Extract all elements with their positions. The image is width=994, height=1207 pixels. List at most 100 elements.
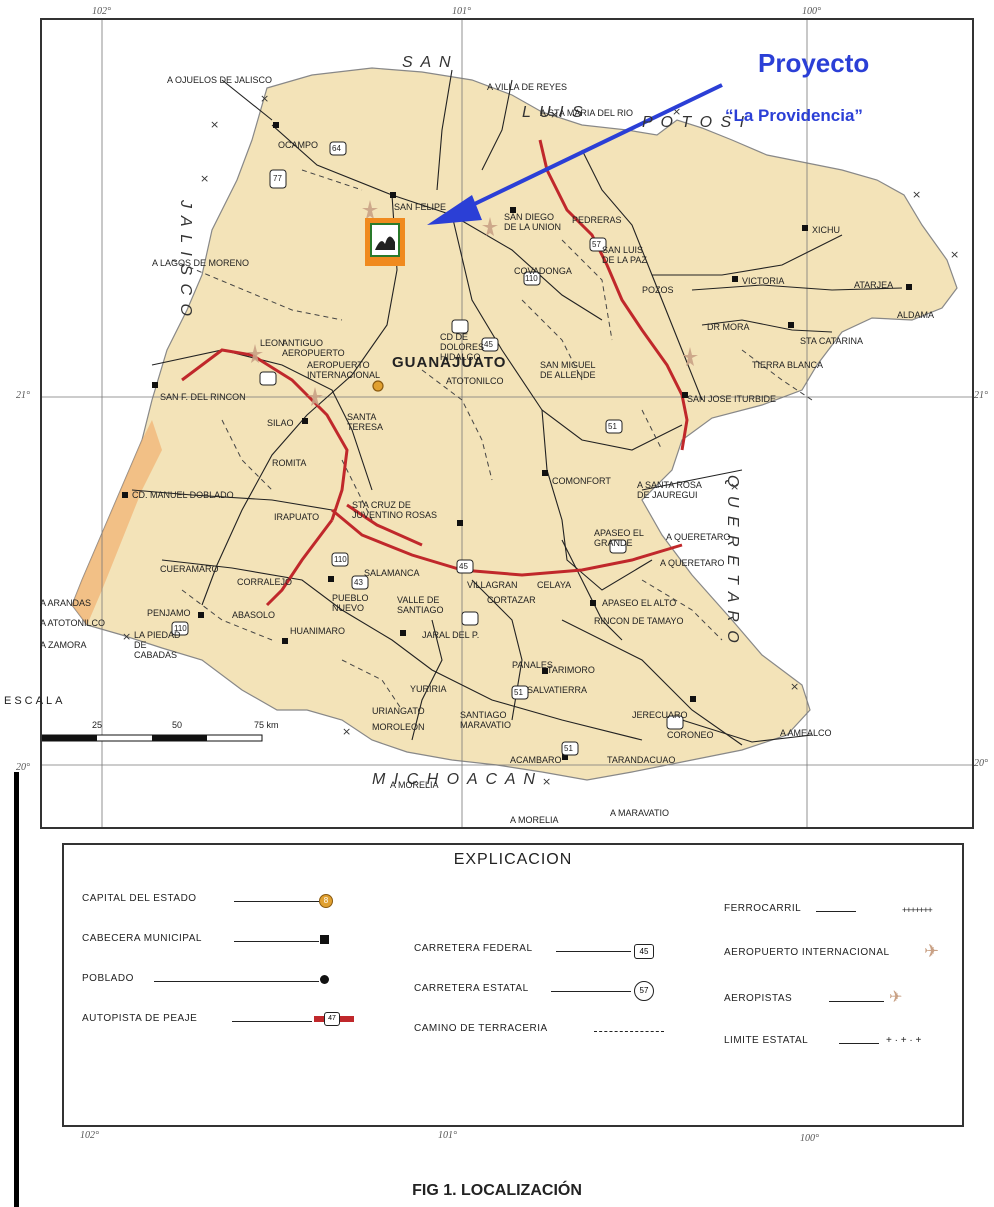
state-name-jalisco: J A L I S C O xyxy=(177,200,194,318)
grid-label: 20° xyxy=(974,758,988,769)
state-title: GUANAJUATO xyxy=(392,354,507,371)
place-label: SILAO xyxy=(267,418,294,428)
route-number: 110 xyxy=(334,555,347,564)
grid-label: 21° xyxy=(974,390,988,401)
place-label: A ARANDAS xyxy=(40,598,92,608)
grid-label: 102° xyxy=(80,1130,99,1141)
place-label: TARIMORO xyxy=(547,665,595,675)
airport-icon: ✈ xyxy=(924,941,940,961)
place-label: A MORELIA xyxy=(510,815,559,825)
legend-terraceria: CAMINO DE TERRACERIA xyxy=(414,1023,548,1034)
place-label: CD DE DOLORES HIDALGO xyxy=(440,332,485,362)
project-name: “La Providencia” xyxy=(725,106,863,125)
place-label: STA CRUZ DE JUVENTINO ROSAS xyxy=(352,500,438,520)
route-number: 45 xyxy=(459,562,468,571)
place-label: SANTIAGO MARAVATIO xyxy=(460,710,512,730)
figure-caption: FIG 1. LOCALIZACIÓN xyxy=(412,1182,582,1199)
place-label: CELAYA xyxy=(537,580,572,590)
place-label: A OJUELOS DE JALISCO xyxy=(167,75,273,85)
place-label: ROMITA xyxy=(272,458,307,468)
legend-poblado: POBLADO xyxy=(82,973,134,984)
place-label: VALLE DE SANTIAGO xyxy=(397,595,444,615)
place-label: TIERRA BLANCA xyxy=(752,360,824,370)
airstrip-icon: ✈ xyxy=(889,989,903,1006)
grid-label: 21° xyxy=(16,390,30,401)
place-label: ATARJEA xyxy=(854,280,894,290)
place-label: IRAPUATO xyxy=(274,512,320,522)
state-name-queretaro: Q U E R E T A R O xyxy=(724,475,741,645)
place-label: ABASOLO xyxy=(232,610,276,620)
svg-text:×: × xyxy=(260,92,269,105)
place-label: LEON xyxy=(260,338,285,348)
federal-shield-icon: 45 xyxy=(634,944,654,959)
grid-label: 100° xyxy=(800,1133,819,1144)
svg-text:×: × xyxy=(122,630,131,643)
place-label: VILLAGRAN xyxy=(467,580,518,590)
route-number: 51 xyxy=(514,688,523,697)
place-label: ACAMBARO xyxy=(510,755,562,765)
place-label: CUERAMARO xyxy=(160,564,219,574)
place-label: STA CATARINA xyxy=(800,336,864,346)
place-label: APASEO EL ALTO xyxy=(602,598,677,608)
svg-text:×: × xyxy=(342,725,351,738)
grid-label: 101° xyxy=(452,6,471,17)
legend-limite: LIMITE ESTATAL xyxy=(724,1035,809,1046)
place-label: ANTIGUO AEROPUERTO xyxy=(282,338,345,358)
place-label: APASEO EL GRANDE xyxy=(594,528,644,548)
place-label: SANTA TERESA xyxy=(347,412,384,432)
place-label: COMONFORT xyxy=(552,476,611,486)
place-label: JERECUARO xyxy=(632,710,688,720)
place-label: A VILLA DE REYES xyxy=(487,82,568,92)
capital-symbol-icon: 8 xyxy=(319,894,333,908)
place-label: A STA MARIA DEL RIO xyxy=(540,108,634,118)
place-label: CORRALEJO xyxy=(237,577,293,587)
place-label: A LAGOS DE MORENO xyxy=(152,258,250,268)
map-canvas: ××× ××× ××× ××× xyxy=(42,20,972,827)
map-frame: ××× ××× ××× ××× xyxy=(4,6,988,829)
route-number: 77 xyxy=(273,174,282,183)
place-label: SALAMANCA xyxy=(364,568,420,578)
svg-text:×: × xyxy=(790,680,799,693)
legend-aeropuerto: AEROPUERTO INTERNACIONAL xyxy=(724,947,890,958)
place-label: RINCON DE TAMAYO xyxy=(594,616,684,626)
svg-text:×: × xyxy=(730,480,739,493)
grid-label: 100° xyxy=(802,6,821,17)
svg-text:×: × xyxy=(210,118,219,131)
state-name-potosi: P O T O S I xyxy=(642,114,747,131)
state-name-michoacan: M I C H O A C A N xyxy=(372,771,537,788)
legend-box: EXPLICACION CAPITAL DEL ESTADO 8 CABECER… xyxy=(62,843,964,1127)
place-label: VICTORIA xyxy=(742,276,785,286)
place-label: SAN MIGUEL DE ALLENDE xyxy=(540,360,596,380)
place-label: LA PIEDAD DE CABADAS xyxy=(134,630,181,660)
place-label: CD. MANUEL DOBLADO xyxy=(132,490,234,500)
route-number: 57 xyxy=(592,240,601,249)
scale-tick: 50 xyxy=(172,720,183,730)
place-label: A ATOTONILCO xyxy=(40,618,106,628)
place-label: CORONEO xyxy=(667,730,714,740)
place-label: PENJAMO xyxy=(147,608,191,618)
place-label: OCAMPO xyxy=(278,140,319,150)
place-label: PUEBLO NUEVO xyxy=(332,593,369,613)
place-label: POZOS xyxy=(642,285,674,295)
legend-federal: CARRETERA FEDERAL xyxy=(414,943,533,954)
place-label: ALDAMA xyxy=(897,310,935,320)
place-label: JARAL DEL P. xyxy=(422,630,480,640)
place-label: A SANTA ROSA DE JAUREGUI xyxy=(637,480,702,500)
place-label: YURIRIA xyxy=(410,684,447,694)
place-label: A MARAVATIO xyxy=(610,808,670,818)
route-number: 43 xyxy=(354,578,363,587)
scale-tick: 75 km xyxy=(254,720,279,730)
place-label: SALVATIERRA xyxy=(527,685,588,695)
place-label: TARANDACUAO xyxy=(607,755,676,765)
scale-tick: 25 xyxy=(92,720,103,730)
place-label: A ZAMORA xyxy=(40,640,87,650)
boundary-icon: + · + · + xyxy=(886,1035,922,1046)
place-label: SAN DIEGO DE LA UNION xyxy=(504,212,562,232)
place-label: CORTAZAR xyxy=(487,595,536,605)
grid-label: 102° xyxy=(92,6,111,17)
place-label: MOROLEON xyxy=(372,722,425,732)
legend-title: EXPLICACION xyxy=(453,851,573,868)
place-label: PANALES xyxy=(512,660,553,670)
project-title: Proyecto xyxy=(758,48,870,78)
legend-aeropistas: AEROPISTAS xyxy=(724,993,793,1004)
